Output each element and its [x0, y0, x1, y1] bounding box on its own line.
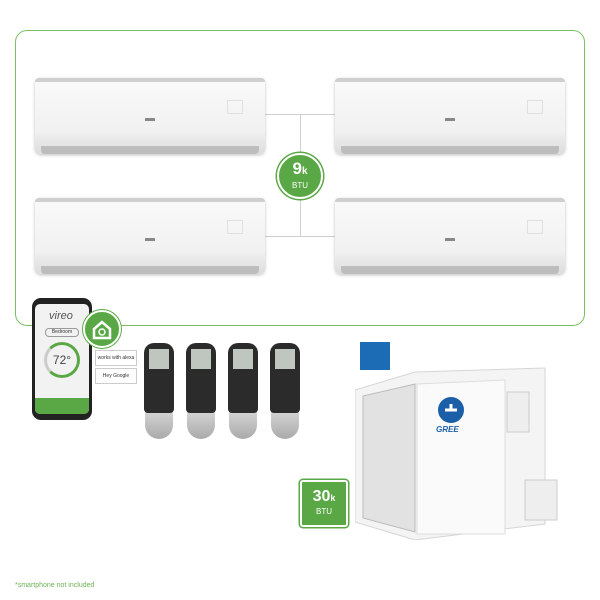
energy-star-logo	[360, 342, 390, 370]
outdoor-unit	[355, 367, 558, 540]
app-logo: vireo	[49, 310, 73, 322]
smartphone: vireo Bedroom 72°	[32, 298, 92, 420]
google-badge: Hey Google	[95, 368, 137, 384]
room-selector: Bedroom	[45, 328, 79, 337]
indoor-unit	[35, 198, 265, 274]
remote-control	[144, 343, 174, 439]
footnote: *smartphone not included	[15, 582, 95, 589]
connector-line	[265, 236, 335, 237]
outdoor-btu-badge: 30k BTU	[300, 480, 348, 527]
indoor-btu-badge: 9k BTU	[277, 153, 323, 199]
temperature-dial: 72°	[44, 342, 80, 378]
smart-home-icon	[83, 310, 121, 348]
remote-control	[270, 343, 300, 439]
capacity-label: BTU	[316, 507, 332, 516]
capacity-value: 30	[312, 488, 331, 505]
remote-control	[186, 343, 216, 439]
indoor-unit	[35, 78, 265, 154]
indoor-unit	[335, 198, 565, 274]
indoor-unit	[335, 78, 565, 154]
capacity-label: BTU	[292, 181, 308, 190]
gree-logo: GREE	[436, 425, 459, 434]
capacity-unit: k	[330, 493, 336, 503]
app-nav-bar	[35, 398, 89, 414]
capacity-unit: k	[301, 166, 308, 177]
indoor-units-frame	[15, 30, 585, 326]
remote-control	[228, 343, 258, 439]
capacity-value: 9	[292, 159, 302, 178]
alexa-badge: works with alexa	[95, 350, 137, 366]
